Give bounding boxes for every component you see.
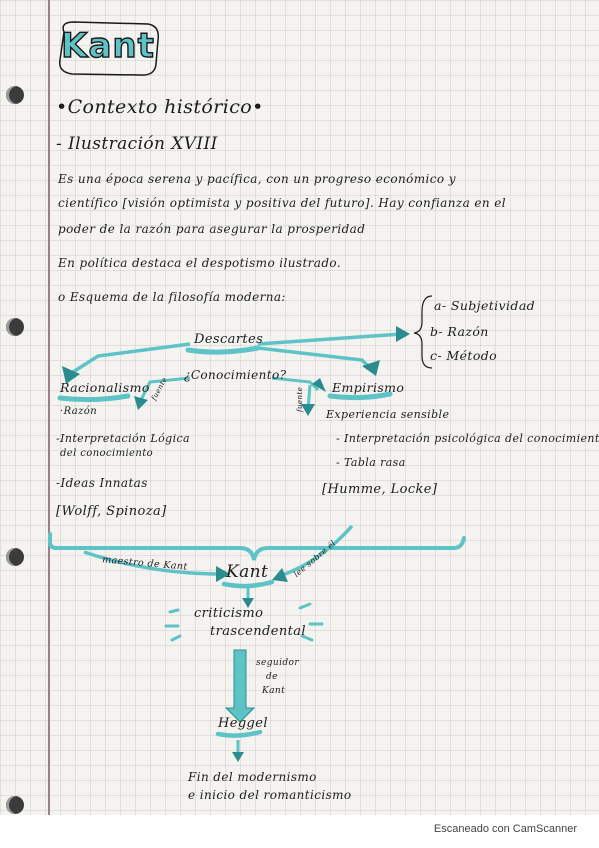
follower-label: de [266,672,278,682]
ending-line: Fin del modernismo [188,770,317,784]
empiricism-authors: [Humme, Locke] [322,482,438,497]
empiricism-item: - Tabla rasa [336,456,406,469]
paragraph-line: poder de la razón para asegurar la prosp… [58,222,366,236]
descartes-aspect: b- Razón [430,324,489,339]
rationalism-item: -Interpretación Lógica [56,432,191,445]
binder-hole [6,548,24,566]
rationalism-authors: [Wolff, Spinoza] [56,504,167,519]
diagram-drawing [48,21,466,762]
margin-line [48,0,50,815]
follower-label: Kant [262,686,286,696]
rationalism-label: Racionalismo [60,380,150,395]
descartes-aspect: a- Subjetividad [434,298,536,313]
empiricism-item: Experiencia sensible [326,408,450,421]
paragraph-line: científico [visión optimista y positiva … [58,196,506,210]
descartes-aspect: c- Método [430,348,498,363]
fuente-label-right: fuente [296,386,304,412]
binder-hole [6,86,24,104]
empiricism-label: Empirismo [332,380,405,395]
rationalism-item: ·Razón [60,406,98,417]
binder-hole [6,796,24,814]
rationalism-item: del conocimiento [60,448,154,459]
scanner-watermark: Escaneado con CamScanner [433,823,577,835]
binder-hole [6,318,24,336]
scanner-footer [0,815,599,848]
criticism-line: criticismo [194,606,264,621]
paragraph-line: Es una época serena y pacífica, con un p… [58,172,456,186]
section-heading: •Contexto histórico• [56,96,264,118]
hegel-node: Heggel [218,716,268,731]
kant-node: Kant [226,562,269,582]
criticism-line: trascendental [210,624,306,639]
rationalism-item: -Ideas Innatas [56,476,148,490]
ending-line: e inicio del romanticismo [188,788,352,802]
politics-line: En política destaca el despotismo ilustr… [58,256,342,270]
empiricism-item: - Interpretación psicológica del conocim… [336,432,599,445]
page-title: Kant [60,25,155,66]
schema-intro: o Esquema de la filosofía moderna: [58,290,286,304]
knowledge-question: ¿Conocimiento? [184,368,287,382]
follower-label: seguidor [256,658,300,668]
subsection-heading: - Ilustración XVIII [56,134,218,154]
descartes-label: Descartes [194,332,264,347]
notebook-page: Kant •Contexto histórico• - Ilustración … [0,0,599,815]
